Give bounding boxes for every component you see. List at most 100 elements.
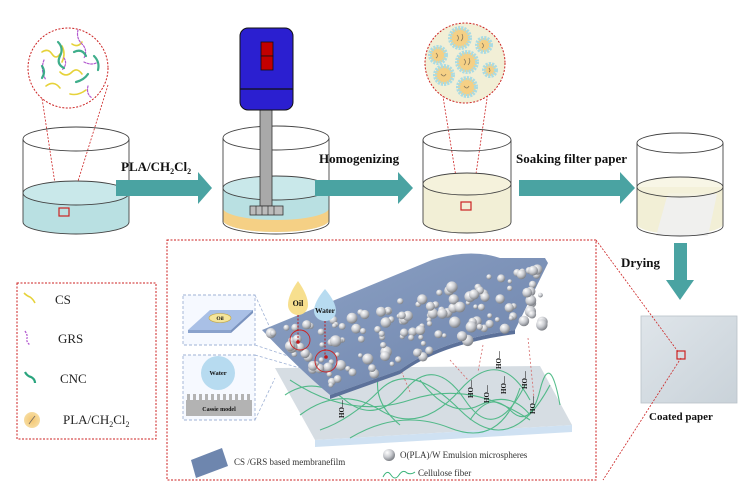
microsphere [494,317,500,323]
arrow-step-3: Soaking filter paper [516,151,635,204]
microsphere [538,292,543,298]
microsphere [319,342,325,348]
microsphere [427,308,438,319]
microsphere [415,325,426,336]
svg-text:CS /GRS based membranefilm: CS /GRS based membranefilm [234,457,345,467]
microsphere [504,303,514,313]
microsphere [420,340,426,347]
microsphere [528,310,537,319]
zoom-line [595,239,680,354]
svg-text:CNC: CNC [60,371,87,386]
microsphere [508,315,514,321]
microsphere [345,366,351,372]
beaker-4-filter-paper-soaking [636,132,724,237]
microsphere [332,323,337,328]
svg-text:Oil: Oil [216,316,224,322]
microsphere [476,323,483,331]
microsphere [437,308,448,319]
microsphere [449,316,461,328]
oil-droplet: Oil [288,281,311,351]
microsphere [495,294,505,304]
microsphere [357,335,365,343]
microsphere [480,292,490,302]
microsphere [397,298,404,305]
beaker-3-emulsion [422,22,512,234]
microsphere-icon [383,449,395,461]
film-caption-item: CS /GRS based membranefilm [191,448,345,478]
microsphere [300,348,310,359]
microsphere [408,334,415,341]
microsphere [374,326,381,333]
microsphere [326,371,333,378]
microsphere [389,361,395,367]
filter-paper-icon [656,193,717,236]
microsphere [291,351,298,358]
svg-text:HO—: HO— [500,375,508,394]
microsphere [456,331,468,342]
sample-region-marker [58,207,70,217]
svg-text:Water: Water [209,370,226,377]
zoom-line [602,357,682,481]
microsphere [360,309,370,320]
svg-text:HO—: HO— [483,384,491,403]
legend-item-cs: CS [23,292,71,307]
microsphere [358,353,363,358]
pla-layer [223,208,329,232]
cellulose-fibers [284,369,561,439]
microsphere [368,364,376,372]
pla-droplet-icon [24,412,40,428]
svg-text:HO—: HO— [338,399,346,418]
legend-item-grs: GRS [24,330,83,346]
legend-item-cnc: CNC [24,371,87,386]
microsphere [385,308,392,314]
beaker-1-cs-grs-cnc-solution [22,27,130,235]
svg-text:Cassie model: Cassie model [202,407,236,413]
microsphere [446,281,458,293]
microsphere [348,368,357,377]
step-3-label: Soaking filter paper [516,151,627,166]
microsphere [328,382,334,388]
svg-text:Cellulose fiber: Cellulose fiber [418,468,471,478]
microsphere [291,323,299,332]
microsphere [269,330,277,337]
svg-text:HO—: HO— [467,379,475,398]
microsphere [380,342,387,349]
microsphere [408,327,417,337]
svg-text:Water: Water [315,306,336,315]
microsphere [465,321,477,333]
sample-region-marker [460,201,472,211]
microsphere [284,340,296,352]
microsphere [525,295,537,306]
microsphere [522,287,533,298]
microsphere [362,353,374,365]
arrow-step-1: PLA/CH2Cl2 [116,159,212,204]
microsphere [486,274,492,280]
inset-oil-on-surface: Oil [182,294,256,346]
microsphere [487,313,493,319]
microsphere [425,346,434,355]
microsphere [398,311,406,320]
arrow-step-4-drying: Drying [621,243,694,300]
micro-pillars-icon [187,394,250,400]
microsphere [417,294,428,305]
microsphere [434,330,443,339]
microsphere-caption-item: O(PLA)/W Emulsion microspheres [383,449,528,461]
microsphere [425,301,435,311]
water-droplet: Water [314,289,338,373]
svg-text:Oil: Oil [293,299,304,308]
step-2-label: Homogenizing [319,151,400,166]
microsphere [317,328,325,336]
oil-droplet-icon [208,313,232,323]
cnc-chain-icon [24,371,37,384]
svg-text:CS: CS [55,292,71,307]
microsphere [395,356,402,363]
microsphere [351,323,361,334]
microsphere [448,294,459,305]
microsphere [318,357,324,363]
water-droplet-icon [201,356,235,390]
microsphere [376,306,386,317]
microsphere [426,317,432,323]
microsphere [418,334,424,340]
inset-cassie-model: Water Cassie model [182,354,256,421]
